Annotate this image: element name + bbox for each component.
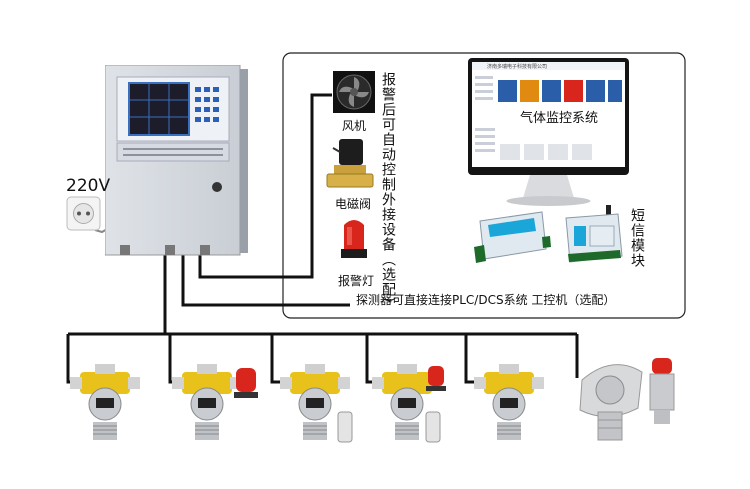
sms-module-icon — [565, 205, 623, 263]
fan-icon — [333, 71, 375, 113]
controller-lcd — [128, 82, 190, 136]
optional-equipment-frame — [282, 52, 686, 319]
alarm-light-icon — [341, 220, 367, 258]
remote-control-icon-2 — [425, 411, 441, 443]
monitor-sensor-tiles — [498, 80, 622, 102]
auto-control-text: 报警后可自动控制外接设备（选配） — [380, 72, 396, 312]
gas-detector-3 — [280, 364, 353, 443]
solenoid-valve-icon — [326, 139, 374, 188]
gas-detector-4 — [372, 364, 446, 443]
alarm-controller — [105, 65, 248, 256]
gas-detector-5 — [474, 364, 544, 440]
alarm-light-label: 报警灯 — [338, 274, 375, 288]
remote-control-icon-1 — [337, 411, 353, 443]
wire-to-devices — [198, 93, 332, 279]
valve-label: 电磁阀 — [335, 197, 372, 211]
sms-module-label: 短信模块 — [629, 208, 645, 268]
fan-label: 风机 — [342, 119, 367, 133]
gas-detector-6-explosion-proof — [579, 358, 675, 441]
plc-connection-text: 探测器可直接连接PLC/DCS系统 工控机（选配） — [356, 293, 616, 307]
power-socket-icon — [66, 196, 101, 231]
gas-detector-2 — [172, 364, 258, 440]
gas-detector-1 — [70, 364, 140, 440]
voltage-label: 220V — [66, 176, 111, 196]
monitor-computer — [468, 58, 629, 206]
wire-to-plc — [181, 255, 350, 307]
monitor-title: 气体监控系统 — [520, 111, 599, 126]
monitor-company: 济南多瑞电子科技有限公司 — [487, 64, 548, 70]
converter-module-icon — [474, 211, 551, 263]
